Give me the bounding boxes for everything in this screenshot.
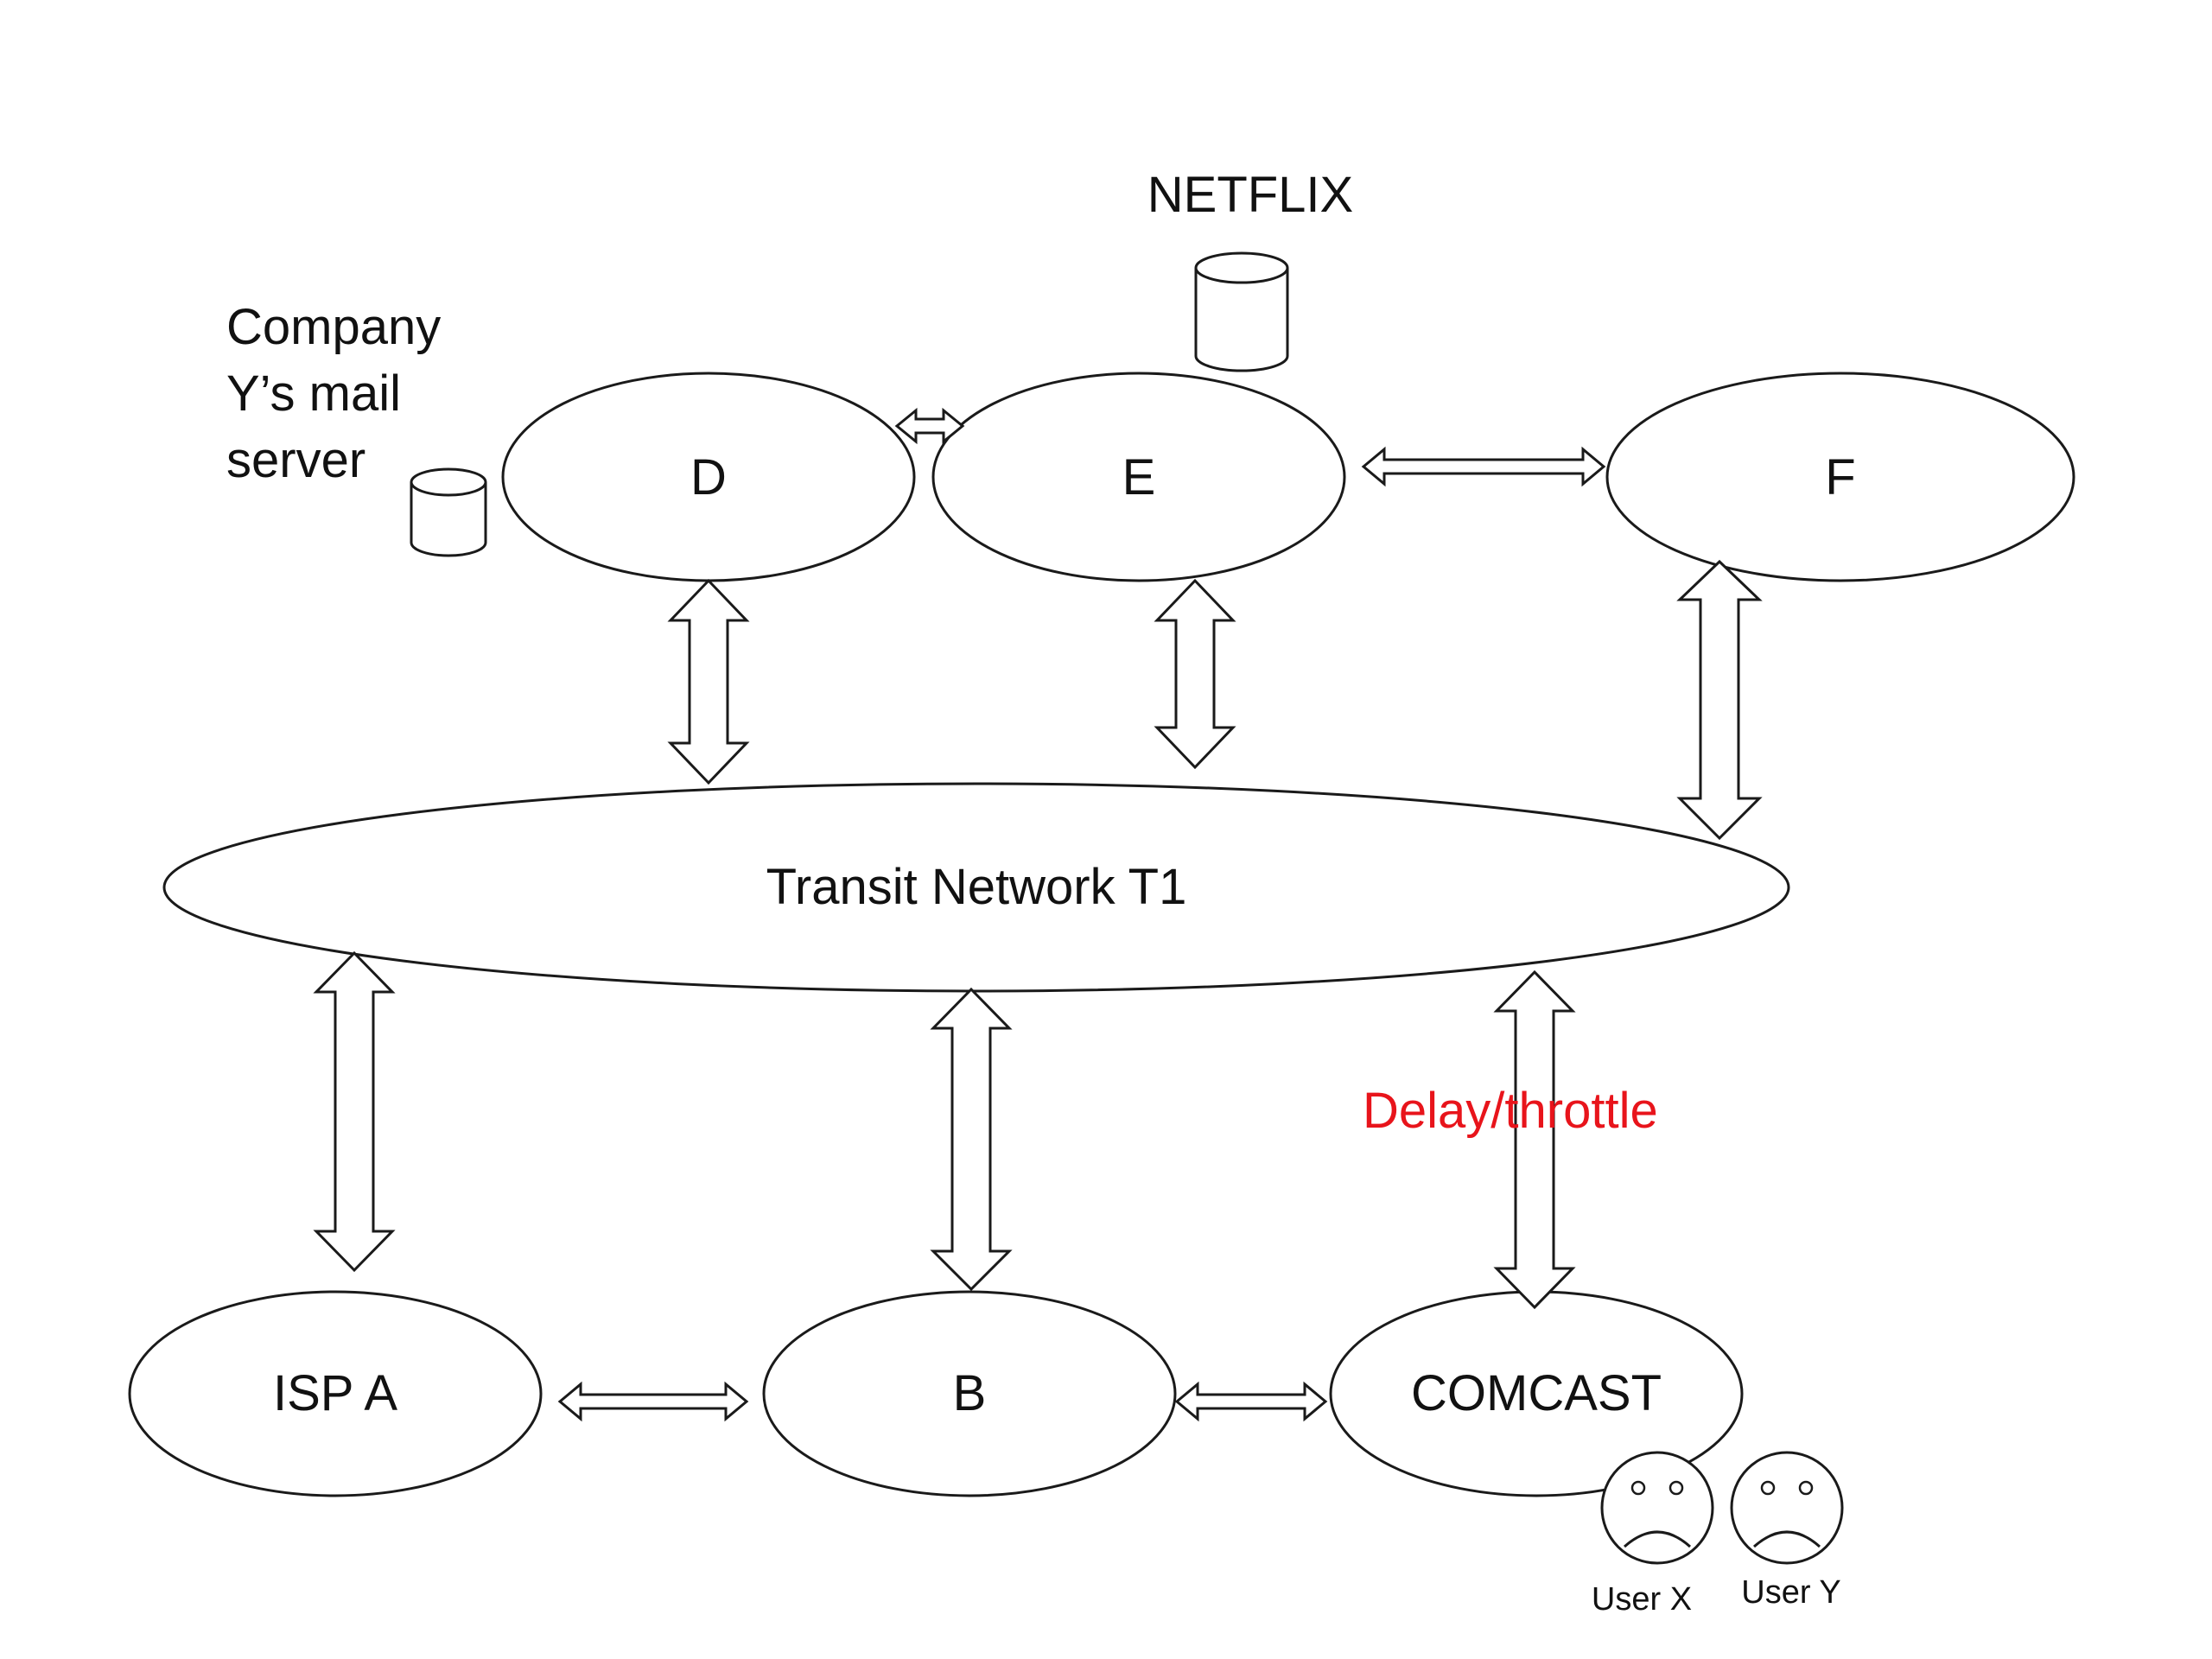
node-isp-a-label: ISP A [273, 1365, 397, 1421]
link-transit-ispa-arrow [313, 950, 396, 1273]
mail-server-label-line3: server [226, 432, 365, 488]
user-x-label: User X [1592, 1581, 1692, 1618]
node-b [762, 1290, 1177, 1497]
link-e-f-arrow [1361, 446, 1606, 487]
link-d-transit-arrow [667, 578, 750, 785]
node-f-label: F [1825, 449, 1855, 505]
node-b-label: B [953, 1365, 987, 1421]
node-f [1605, 372, 2075, 582]
user-y-sad-face-icon [1730, 1451, 1844, 1565]
node-transit-t1 [162, 782, 1790, 993]
link-f-transit-arrow [1676, 559, 1763, 841]
link-b-comcast-arrow [1174, 1381, 1328, 1422]
link-e-transit-arrow [1154, 578, 1236, 770]
user-y-label: User Y [1741, 1574, 1840, 1611]
mail-server-label-line2: Y’s mail [226, 365, 401, 422]
link-ispa-b-arrow [557, 1381, 749, 1422]
node-e-label: E [1122, 449, 1156, 505]
node-transit-label: Transit Network T1 [766, 859, 1187, 915]
node-d-label: D [690, 449, 727, 505]
link-transit-comcast-arrow [1493, 969, 1576, 1310]
user-x-sad-face-icon [1600, 1451, 1714, 1565]
mail-server-icon [410, 467, 487, 557]
netflix-label: NETFLIX [1147, 167, 1354, 223]
netflix-server-icon [1194, 251, 1289, 372]
link-d-e-arrow [894, 407, 965, 445]
link-transit-b-arrow [930, 987, 1013, 1292]
mail-server-label-line1: Company [226, 299, 441, 355]
node-isp-a [128, 1290, 543, 1497]
node-e [931, 372, 1346, 582]
delay-throttle-label: Delay/throttle [1363, 1083, 1658, 1139]
node-comcast-label: COMCAST [1411, 1365, 1662, 1421]
